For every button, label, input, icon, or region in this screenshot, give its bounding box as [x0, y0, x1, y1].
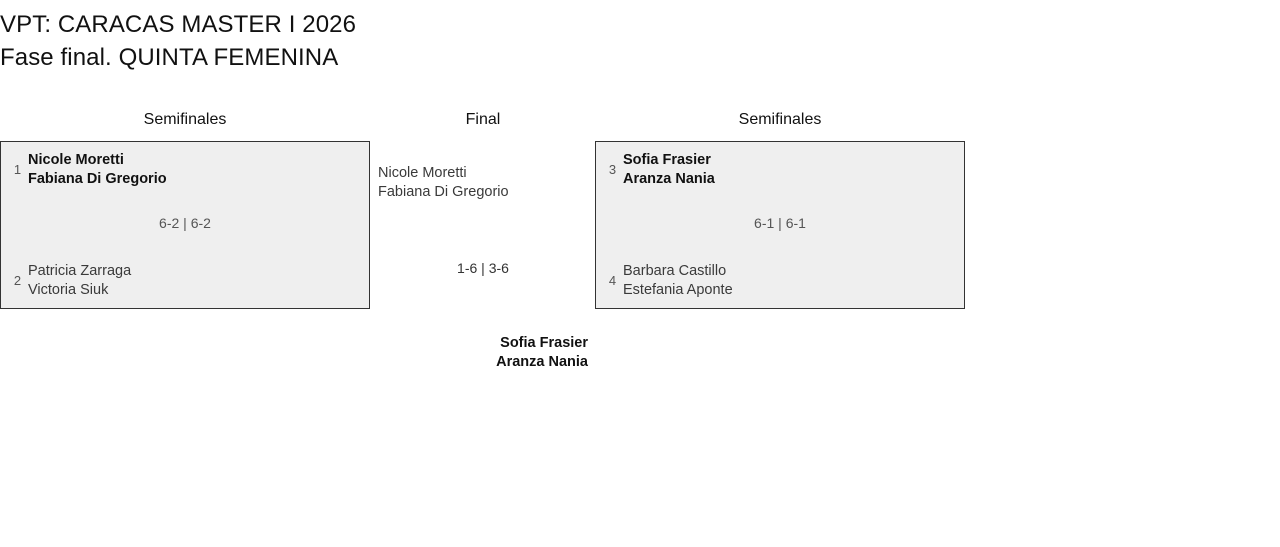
player-name: Aranza Nania — [623, 171, 715, 187]
team-row[interactable]: 2 Patricia Zarraga Victoria Siuk — [9, 262, 131, 300]
tournament-title: VPT: CARACAS MASTER I 2026 — [0, 11, 357, 38]
tournament-title-block: VPT: CARACAS MASTER I 2026 Fase final. Q… — [0, 8, 900, 74]
team-names: Nicole Moretti Fabiana Di Gregorio — [28, 151, 167, 189]
player-name: Victoria Siuk — [28, 282, 109, 298]
match-semifinal-right[interactable]: 3 Sofia Frasier Aranza Nania 6-1 | 6-1 4… — [595, 141, 965, 309]
seed-number: 3 — [608, 162, 617, 177]
champion-team[interactable]: Sofia Frasier Aranza Nania — [370, 334, 588, 372]
player-name: Patricia Zarraga — [28, 263, 132, 279]
team-names: Patricia Zarraga Victoria Siuk — [28, 262, 131, 300]
player-name: Estefania Aponte — [623, 282, 733, 298]
player-name: Fabiana Di Gregorio — [378, 184, 509, 200]
player-name: Sofia Frasier — [623, 152, 711, 168]
seed-number: 1 — [13, 162, 22, 177]
player-name: Sofia Frasier — [500, 335, 588, 351]
player-name: Aranza Nania — [496, 354, 588, 370]
round-header-final: Final — [465, 111, 501, 128]
team-names: Sofia Frasier Aranza Nania — [623, 151, 715, 189]
player-name: Nicole Moretti — [28, 152, 124, 168]
tournament-subtitle: Fase final. QUINTA FEMENINA — [0, 44, 339, 71]
match-score: 1-6 | 3-6 — [457, 260, 509, 276]
match-score: 6-1 | 6-1 — [754, 215, 806, 231]
team-names: Barbara Castillo Estefania Aponte — [623, 262, 733, 300]
round-header-semifinal-right: Semifinales — [738, 111, 822, 128]
team-row[interactable]: 4 Barbara Castillo Estefania Aponte — [604, 262, 733, 300]
match-score: 6-2 | 6-2 — [159, 215, 211, 231]
round-header-semifinal-left: Semifinales — [143, 111, 227, 128]
team-row[interactable]: Nicole Moretti Fabiana Di Gregorio — [378, 164, 509, 202]
team-row[interactable]: 1 Nicole Moretti Fabiana Di Gregorio — [9, 151, 167, 189]
seed-number: 4 — [608, 273, 617, 288]
player-name: Nicole Moretti — [378, 165, 467, 181]
seed-number: 2 — [13, 273, 22, 288]
match-semifinal-left[interactable]: 1 Nicole Moretti Fabiana Di Gregorio 6-2… — [0, 141, 370, 309]
match-final[interactable]: Nicole Moretti Fabiana Di Gregorio 1-6 |… — [370, 141, 596, 309]
player-name: Barbara Castillo — [623, 263, 727, 279]
team-row[interactable]: 3 Sofia Frasier Aranza Nania — [604, 151, 715, 189]
player-name: Fabiana Di Gregorio — [28, 171, 167, 187]
